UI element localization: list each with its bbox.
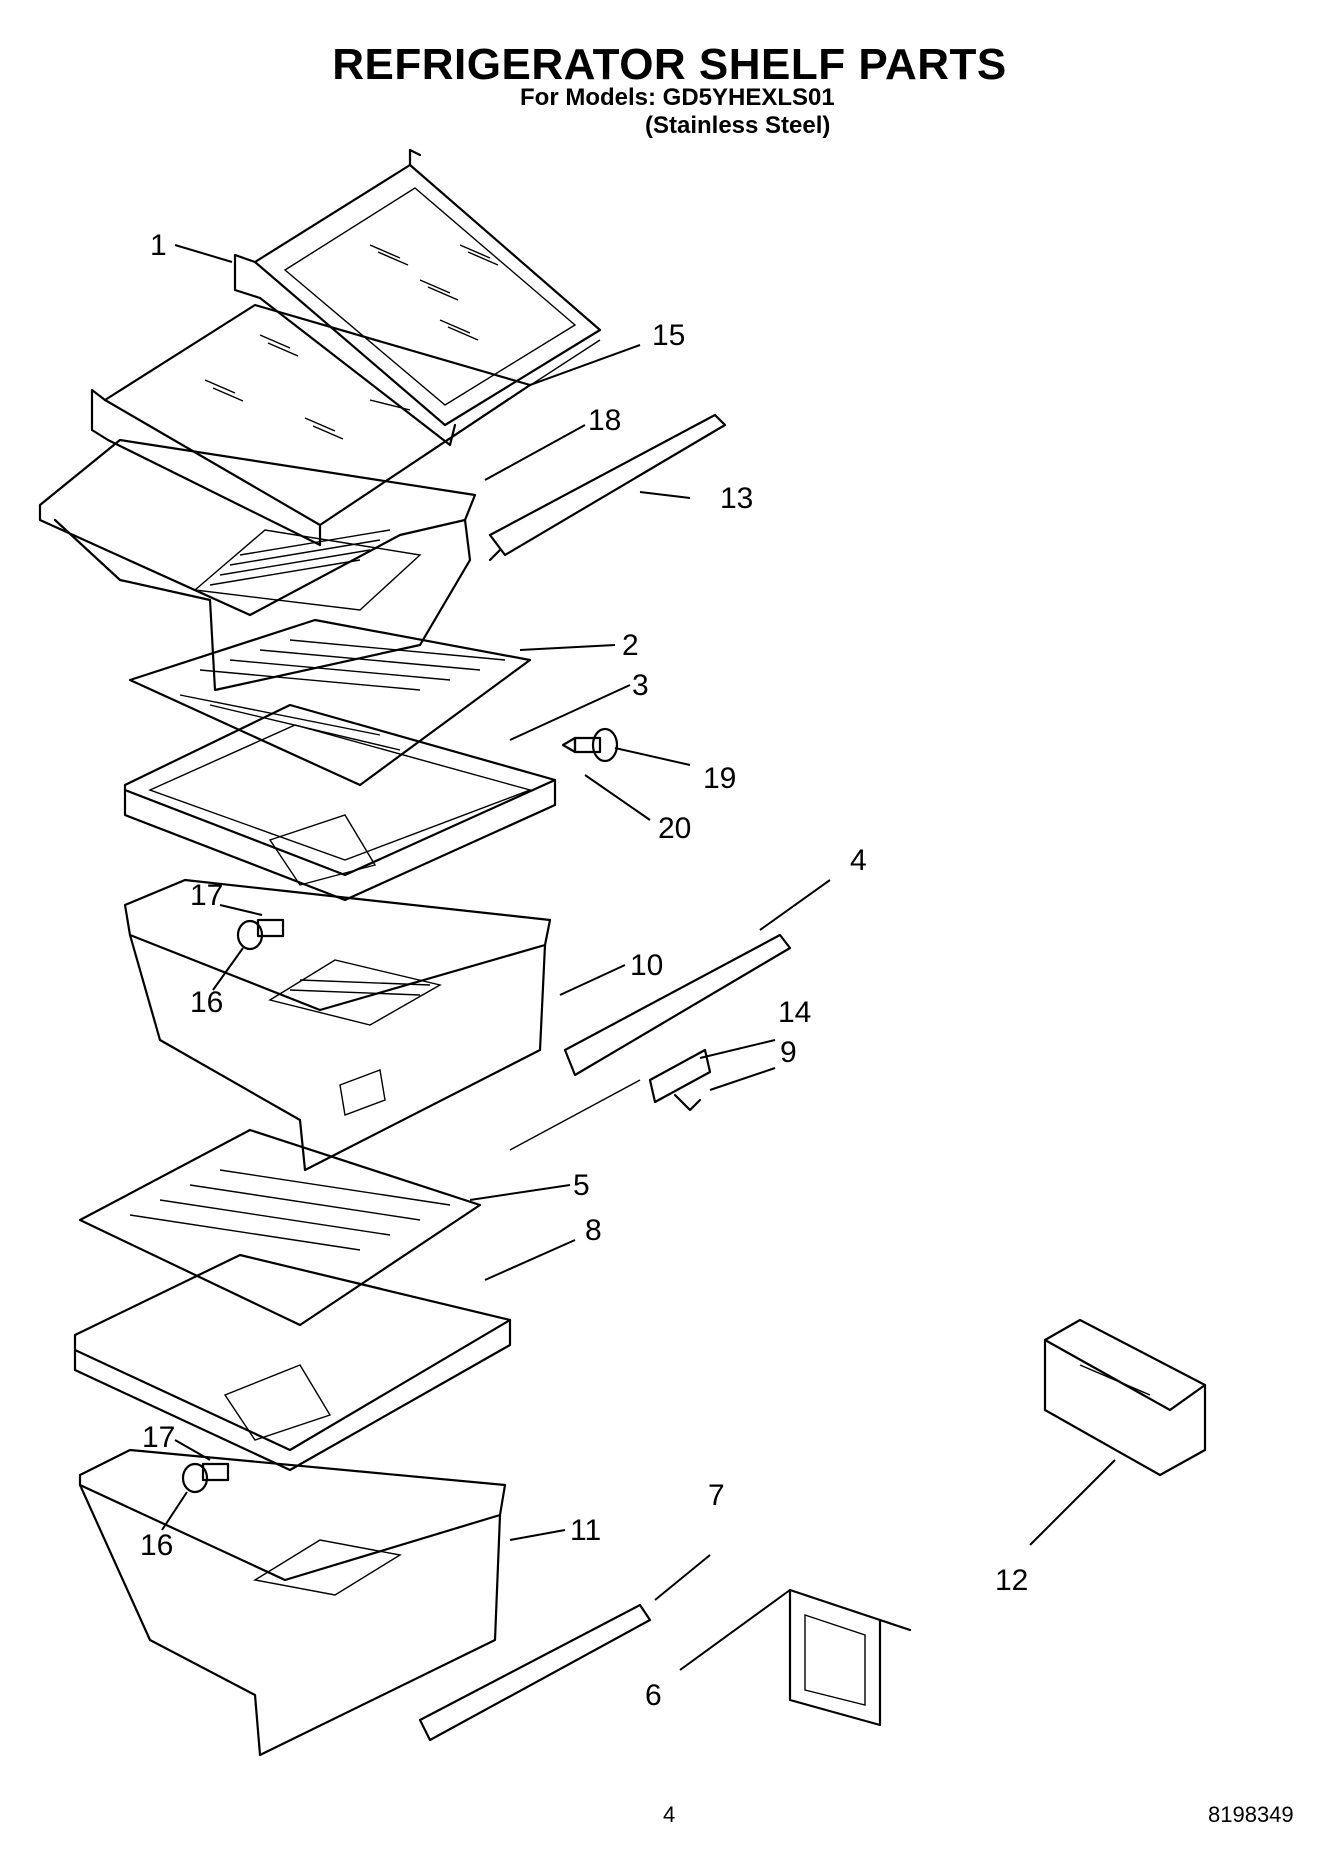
callout-7: 7 bbox=[708, 1479, 725, 1512]
part-12-bin bbox=[1043, 1318, 1207, 1477]
callout-2: 2 bbox=[622, 629, 639, 662]
part-18-crisper-drawer bbox=[38, 438, 477, 692]
part-10-crisper-drawer bbox=[123, 878, 552, 1172]
callout-20: 20 bbox=[658, 812, 691, 845]
part-6-panel bbox=[788, 1588, 912, 1727]
part-13-trim bbox=[488, 413, 727, 562]
document-number: 8198349 bbox=[1208, 1802, 1294, 1827]
callout-8: 8 bbox=[585, 1214, 602, 1247]
callout-1: 1 bbox=[150, 229, 167, 262]
part-15-shelf bbox=[90, 303, 532, 547]
callout-18: 18 bbox=[588, 404, 621, 437]
model-variant: (Stainless Steel) bbox=[645, 112, 831, 139]
page-title: REFRIGERATOR SHELF PARTS bbox=[332, 40, 1007, 89]
part-2-glass-insert bbox=[128, 618, 532, 787]
callout-12: 12 bbox=[995, 1564, 1028, 1597]
callout-3: 3 bbox=[632, 669, 649, 702]
part-19-20-hardware bbox=[561, 727, 619, 763]
part-3-shelf-frame bbox=[123, 703, 557, 902]
part-1-glass-shelf bbox=[233, 148, 602, 447]
callout-13: 13 bbox=[720, 482, 753, 515]
callout-17-upper: 17 bbox=[190, 879, 223, 912]
callout-17-lower: 17 bbox=[142, 1421, 175, 1454]
callout-10: 10 bbox=[630, 949, 663, 982]
callout-numbers: 1 15 18 13 2 3 19 20 4 17 10 16 14 9 5 8… bbox=[140, 229, 1028, 1712]
part-7-trim bbox=[418, 1603, 652, 1742]
callout-19: 19 bbox=[703, 762, 736, 795]
part-14-9-brackets bbox=[509, 1048, 712, 1151]
page-number: 4 bbox=[663, 1802, 676, 1827]
part-16-17-hardware-lower bbox=[181, 1462, 230, 1494]
callout-4: 4 bbox=[850, 844, 867, 877]
part-4-trim bbox=[563, 933, 792, 1077]
callout-9: 9 bbox=[780, 1036, 797, 1069]
part-16-17-hardware-upper bbox=[236, 918, 285, 951]
callout-14: 14 bbox=[778, 996, 811, 1029]
callout-5: 5 bbox=[573, 1169, 590, 1202]
callout-15: 15 bbox=[652, 319, 685, 352]
part-8-shelf-frame bbox=[73, 1253, 512, 1472]
callout-11: 11 bbox=[570, 1514, 601, 1547]
callout-16-lower: 16 bbox=[140, 1529, 173, 1562]
leader-lines bbox=[161, 244, 1116, 1671]
callout-16-upper: 16 bbox=[190, 986, 223, 1019]
model-number: For Models: GD5YHEXLS01 bbox=[520, 84, 835, 111]
part-11-crisper-drawer bbox=[78, 1448, 507, 1757]
part-5-glass-insert bbox=[78, 1128, 482, 1327]
callout-6: 6 bbox=[645, 1679, 662, 1712]
